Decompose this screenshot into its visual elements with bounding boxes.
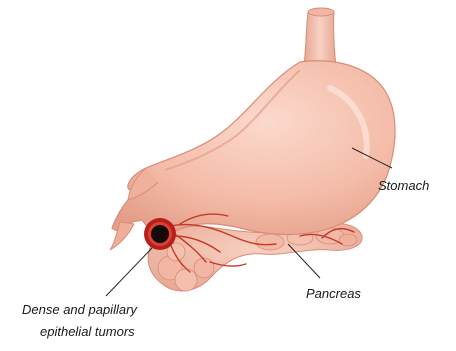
- pancreas: [148, 223, 362, 291]
- tumor-label-line2: epithelial tumors: [40, 324, 135, 339]
- tumor-label-line1: Dense and papillary: [22, 302, 138, 317]
- esophagus: [304, 8, 336, 66]
- tumor: [144, 218, 176, 250]
- tumor-leader-line: [106, 248, 152, 296]
- stomach-label: Stomach: [378, 178, 429, 193]
- pancreas-label: Pancreas: [306, 286, 361, 301]
